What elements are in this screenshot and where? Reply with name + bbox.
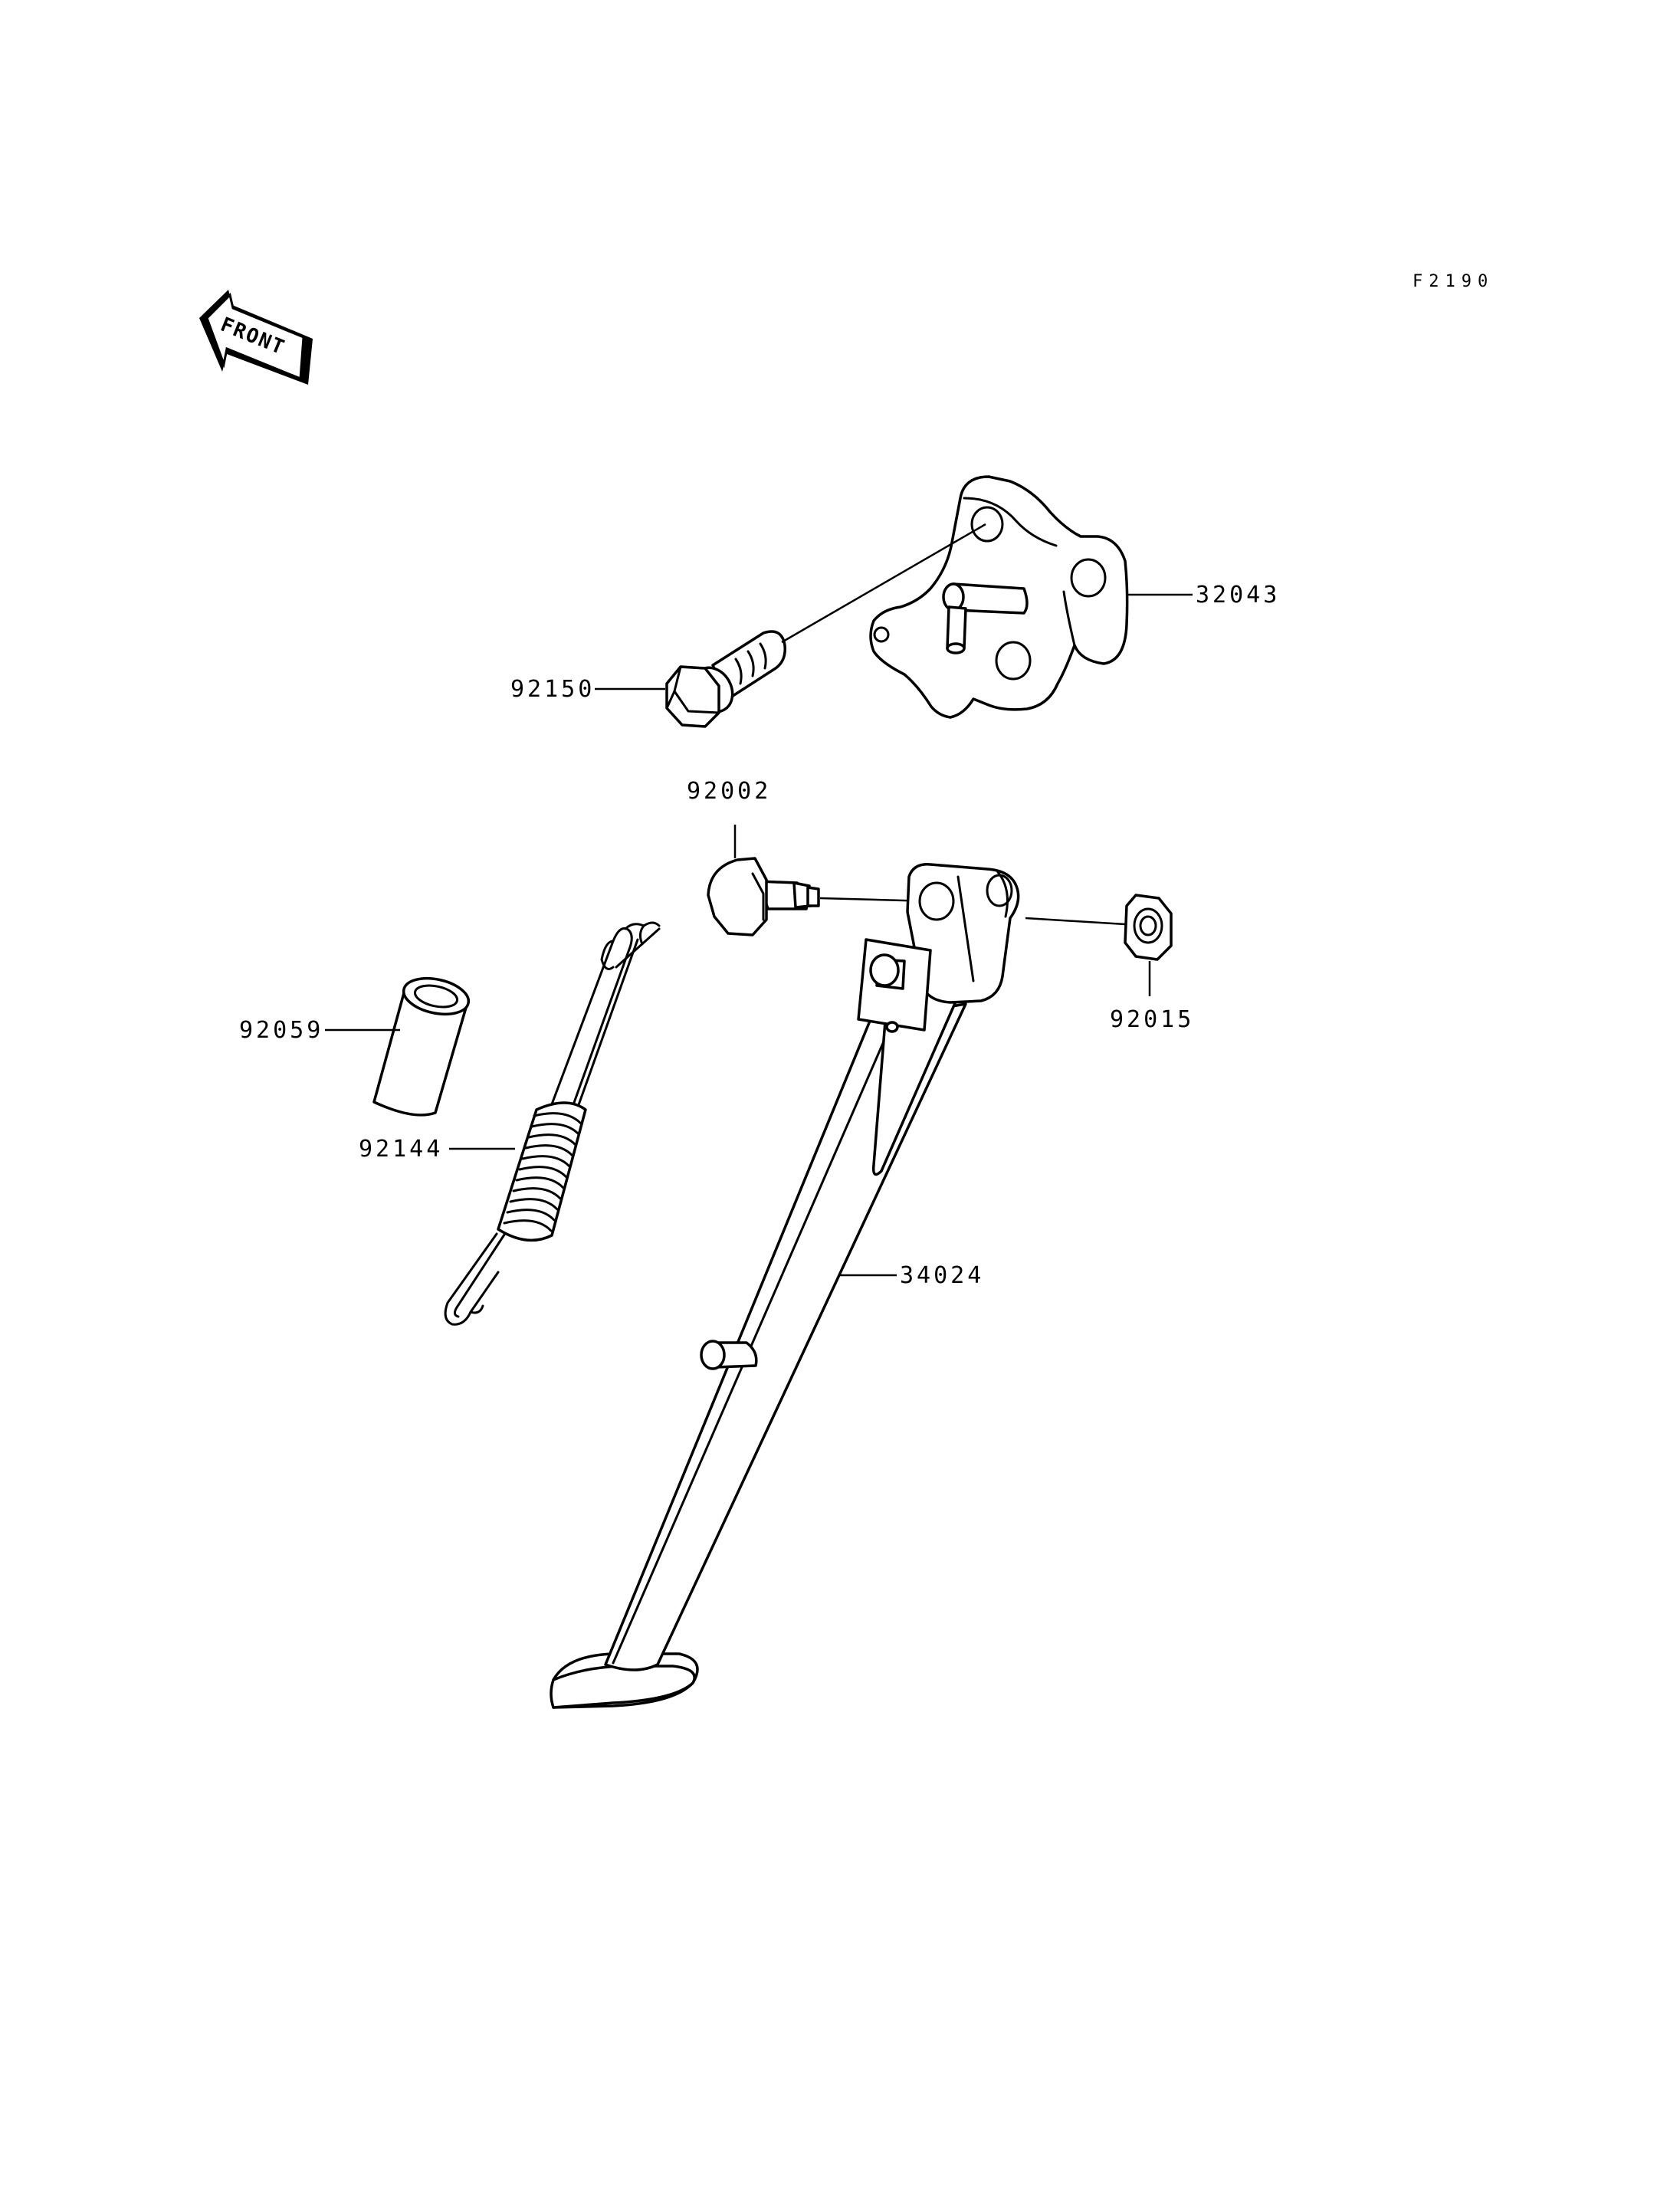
- collar-92059: [372, 976, 471, 1117]
- assembly-line-34024-92015: [1025, 917, 1126, 926]
- label-92150: 92150: [510, 676, 595, 703]
- bolt-92002: [707, 857, 820, 936]
- label-34024: 34024: [900, 1262, 984, 1289]
- spring-92144: [444, 921, 661, 1326]
- label-92144: 92144: [359, 1136, 443, 1163]
- figure-code: F2190: [1413, 272, 1494, 291]
- label-32043: 32043: [1196, 582, 1280, 608]
- side-stand-34024: [550, 863, 1020, 1709]
- bracket-32043: [869, 475, 1129, 719]
- label-92015: 92015: [1110, 1006, 1194, 1033]
- bolt-92150: [665, 630, 786, 728]
- nut-92015: [1124, 894, 1173, 961]
- front-arrow-icon: FRONT: [199, 290, 313, 385]
- label-92059: 92059: [239, 1017, 323, 1044]
- assembly-line-92150-32043: [781, 523, 986, 644]
- label-92002: 92002: [687, 778, 771, 805]
